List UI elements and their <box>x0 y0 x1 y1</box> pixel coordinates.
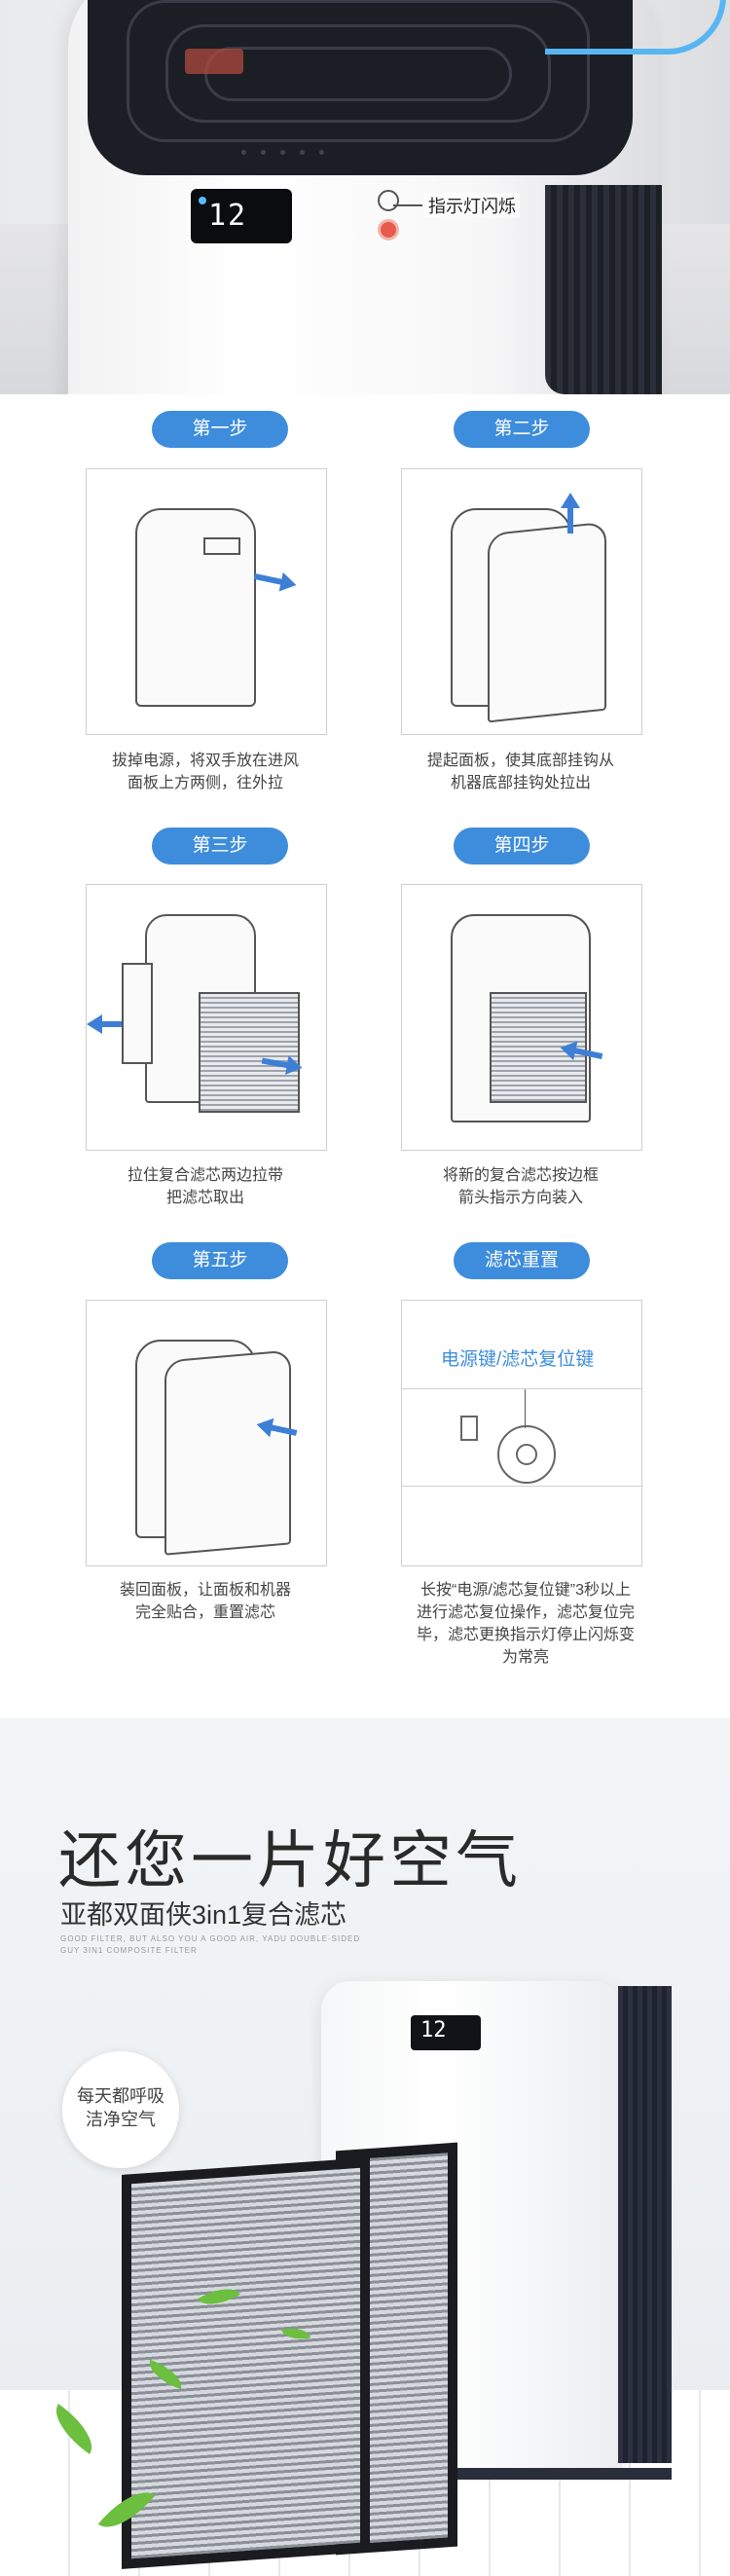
step-2-badge: 第二步 <box>454 411 590 448</box>
fine-print: GOOD FILTER, BUT ALSO YOU A GOOD AIR, YA… <box>60 1934 361 1943</box>
touch-button-dot <box>300 150 305 155</box>
promo-headline: 还您一片好空气 <box>58 1825 522 1895</box>
step-4-badge: 第四步 <box>454 828 590 865</box>
caption-line: 提起面板，使其底部挂钩从 <box>426 753 614 769</box>
back-filter-sketch <box>122 963 153 1064</box>
blue-light-strip <box>545 0 726 55</box>
pull-left-arrow <box>87 1014 122 1034</box>
promo-section: 还您一片好空气 亚都双面侠3in1复合滤芯 GOOD FILTER, BUT A… <box>0 1718 730 2576</box>
touch-button-dot <box>261 150 266 155</box>
bubble-line: 洁净空气 <box>86 2110 156 2129</box>
step-4-caption: 将新的复合滤芯按边框 箭头指示方向装入 <box>394 1164 647 1209</box>
lift-up-arrow-head <box>561 493 580 508</box>
step-3-caption: 拉住复合滤芯两边拉带 把滤芯取出 <box>79 1164 332 1209</box>
step-5-illustration <box>86 1300 327 1566</box>
clean-air-bubble: 每天都呼吸 洁净空气 <box>62 2051 179 2168</box>
touch-button-dot <box>280 150 285 155</box>
step-1-caption: 拔掉电源，将双手放在进风 面板上方两侧，往外拉 <box>79 750 332 794</box>
filter-sketch <box>199 992 300 1113</box>
caption-line: 面板上方两侧，往外拉 <box>127 775 283 791</box>
power-button-icon <box>378 190 399 211</box>
grill-ring <box>204 47 512 101</box>
caption-line: 机器底部挂钩处拉出 <box>450 775 591 791</box>
panel-divider <box>402 1388 641 1389</box>
touch-button-dot <box>241 150 246 155</box>
step-4-illustration <box>401 884 642 1151</box>
touch-button-dot <box>319 150 324 155</box>
hero-callout: 指示灯闪烁 <box>424 193 520 218</box>
caption-line: 拔掉电源，将双手放在进风 <box>111 753 299 769</box>
caption-line: 进行滤芯复位操作，滤芯复位完 <box>416 1604 635 1621</box>
display-sketch <box>203 537 240 555</box>
grill-ring <box>127 0 590 142</box>
filter-reset-caption: 长按“电源/滤芯复位键”3秒以上 进行滤芯复位操作，滤芯复位完 毕，滤芯更换指示… <box>394 1579 657 1669</box>
step-3-illustration <box>86 884 327 1151</box>
pointer-line <box>525 1389 526 1428</box>
front-panel-sketch <box>488 521 606 723</box>
lift-up-arrow <box>567 501 573 534</box>
purifier-base <box>419 2468 672 2480</box>
filter-icon <box>460 1416 478 1441</box>
caption-line: 箭头指示方向装入 <box>457 1190 583 1206</box>
promo-subhead: 亚都双面侠3in1复合滤芯 <box>60 1900 347 1930</box>
indicator-led <box>378 219 399 240</box>
power-reset-button-icon <box>497 1425 556 1484</box>
caption-line: 装回面板，让面板和机器 <box>119 1582 291 1599</box>
filter-reset-badge: 滤芯重置 <box>454 1242 590 1279</box>
purifier-display: 12 <box>191 189 292 243</box>
purifier-side-vent <box>618 1986 672 2463</box>
display-value: 12 <box>208 199 248 233</box>
caption-line: 将新的复合滤芯按边框 <box>442 1167 599 1184</box>
power-icon <box>516 1444 537 1465</box>
panel-divider <box>402 1486 641 1487</box>
pull-right-arrow <box>253 572 284 586</box>
step-5-badge: 第五步 <box>152 1242 288 1279</box>
front-panel-sketch <box>164 1349 291 1556</box>
bubble-line: 每天都呼吸 <box>77 2086 164 2106</box>
callout-leader-line <box>393 204 422 206</box>
caption-line: 为常亮 <box>501 1649 549 1666</box>
step-1-badge: 第一步 <box>152 411 288 448</box>
caption-line: 把滤芯取出 <box>165 1190 244 1206</box>
caption-line: 拉住复合滤芯两边拉带 <box>127 1167 283 1184</box>
red-indicator-panel <box>185 49 243 74</box>
wifi-icon <box>199 197 206 204</box>
caption-line: 完全贴合，重置滤芯 <box>134 1604 275 1621</box>
step-3-badge: 第三步 <box>152 828 288 865</box>
purifier-top-grill <box>88 0 633 175</box>
step-5-caption: 装回面板，让面板和机器 完全贴合，重置滤芯 <box>79 1579 332 1624</box>
side-vent <box>545 185 662 394</box>
grill-ring <box>165 24 551 123</box>
display-value: 12 <box>420 2018 447 2042</box>
reset-key-label: 电源键/滤芯复位键 <box>441 1349 595 1370</box>
step-2-caption: 提起面板，使其底部挂钩从 机器底部挂钩处拉出 <box>394 750 647 794</box>
step-2-illustration <box>401 468 642 735</box>
caption-line: 长按“电源/滤芯复位键”3秒以上 <box>420 1582 631 1599</box>
purifier-display: 12 <box>411 2015 481 2050</box>
filter-reset-illustration: 电源键/滤芯复位键 <box>401 1300 642 1566</box>
caption-line: 毕，滤芯更换指示灯停止闪烁变 <box>416 1627 635 1643</box>
step-1-illustration <box>86 468 327 735</box>
hero-banner: 12 指示灯闪烁 <box>0 0 730 394</box>
fine-print: GUY 3IN1 COMPOSITE FILTER <box>60 1946 198 1955</box>
